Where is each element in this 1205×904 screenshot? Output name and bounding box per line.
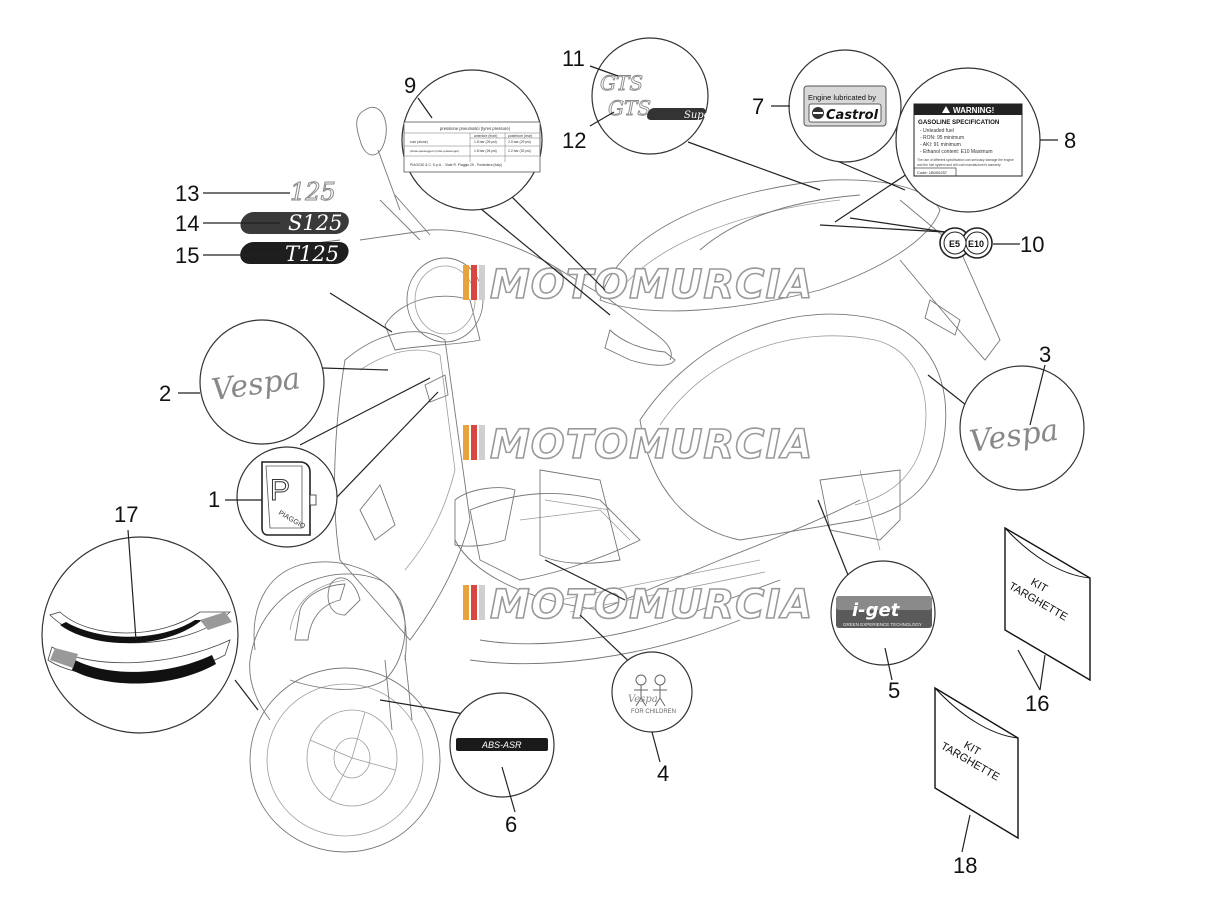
sticker-14-s125: S125 <box>240 211 349 235</box>
sticker-6-abs-asr: ABS-ASR <box>449 692 555 798</box>
s125-logo-text: S125 <box>288 211 342 235</box>
e10-text: E10 <box>968 239 984 249</box>
tyre-cell: solo (alone) <box>410 140 428 144</box>
sticker-10-e5-e10: E5 E10 <box>939 227 993 259</box>
warning-header: WARNING! <box>953 106 994 115</box>
sticker-1-piaggio-badge: P PIAGGIO <box>236 446 338 548</box>
castrol-brand: Castrol <box>826 108 879 123</box>
label-3: 3 <box>1039 342 1051 367</box>
sticker-16-kit-bag: KIT TARGHETTE <box>1004 526 1091 682</box>
tyre-cell: pilota+passeggero (rider+passenger) <box>410 149 459 153</box>
tyre-table-title: pressione pneumatici (tyres pressure) <box>440 126 511 131</box>
tyre-cell: 2.2 bar (32 psi) <box>508 149 531 153</box>
tyre-cell: 2.0 bar (29 psi) <box>508 140 531 144</box>
gasoline-code: Code: 1B000257 <box>917 170 948 175</box>
watermark-text: MOTOMURCIA <box>490 262 813 308</box>
label-18: 18 <box>953 853 977 878</box>
gasoline-note2: and the fuel system and will void manufa… <box>917 163 1001 167</box>
label-5: 5 <box>888 678 900 703</box>
label-10: 10 <box>1020 232 1044 257</box>
sticker-13-125: 125 <box>290 178 337 207</box>
part-number-labels: 1 2 3 4 5 6 7 8 9 10 11 12 13 14 15 16 1… <box>114 46 1076 878</box>
label-6: 6 <box>505 812 517 837</box>
sticker-3-vespa-script: Vespa <box>959 365 1085 491</box>
label-2: 2 <box>159 381 171 406</box>
i-get-caption: GREEN EXPERIENCE TECHNOLOGY <box>843 622 922 627</box>
gasoline-line: - AKI: 91 minimum <box>920 142 961 148</box>
gasoline-note1: The use of different specification can s… <box>917 158 1014 162</box>
tyre-footer: PIAGGIO & C. S.p.A. - Viale R. Piaggio 2… <box>410 163 502 167</box>
gasoline-title: GASOLINE SPECIFICATION <box>918 119 1000 126</box>
sticker-5-i-get: i-get GREEN EXPERIENCE TECHNOLOGY <box>830 560 936 666</box>
label-11: 11 <box>562 46 585 71</box>
sticker-2-vespa-script: Vespa <box>199 319 325 445</box>
gts-super-logo-text: GTS <box>608 96 651 120</box>
i-get-logo-text: i-get <box>852 600 901 621</box>
watermark-group: MOTOMURCIA MOTOMURCIA MOTOMURCIA <box>463 261 813 629</box>
sticker-17-stripe-decals <box>41 536 239 734</box>
sticker-11-12-gts: GTS GTS Super <box>591 37 716 155</box>
label-13: 13 <box>175 181 199 206</box>
label-7: 7 <box>752 94 764 119</box>
watermark-text: MOTOMURCIA <box>490 422 813 468</box>
abs-asr-text: ABS-ASR <box>481 740 522 750</box>
sticker-18-kit-bag: KIT TARGHETTE <box>934 686 1019 840</box>
sticker-7-castrol: Engine lubricated by Castrol <box>788 49 902 163</box>
piaggio-letter: P <box>270 474 290 507</box>
125-logo-text: 125 <box>290 178 336 206</box>
label-1: 1 <box>208 487 220 512</box>
for-children-caption: FOR CHILDREN <box>631 709 676 715</box>
watermark-middle: MOTOMURCIA <box>463 421 813 469</box>
super-text: Super <box>684 110 716 121</box>
sticker-15-t125: T125 <box>240 242 349 266</box>
t125-logo-text: T125 <box>285 242 339 266</box>
vespa-small-logo: Vespa <box>628 694 658 705</box>
tyre-cell: 1.8 bar (26 psi) <box>474 149 497 153</box>
sticker-8-gasoline-warning: WARNING! GASOLINE SPECIFICATION - Unlead… <box>895 67 1041 213</box>
gts-logo-text: GTS <box>600 71 643 95</box>
tyre-col-front: anteriore (front) <box>474 134 497 138</box>
watermark-text: MOTOMURCIA <box>490 582 813 628</box>
label-9: 9 <box>404 73 416 98</box>
tyre-cell: 1.8 bar (26 psi) <box>474 140 497 144</box>
label-leaders <box>127 65 1058 853</box>
label-4: 4 <box>657 761 669 786</box>
label-16: 16 <box>1025 691 1049 716</box>
label-12: 12 <box>562 128 586 153</box>
sticker-4-vespa-for-children: Vespa FOR CHILDREN <box>611 651 693 733</box>
gasoline-line: - Ethanol content: E10 Maximum <box>920 149 993 155</box>
scooter-drawing <box>249 107 1001 853</box>
label-14: 14 <box>175 211 199 236</box>
gasoline-line: - Unleaded fuel <box>920 128 954 134</box>
castrol-line1: Engine lubricated by <box>808 93 876 102</box>
label-15: 15 <box>175 243 199 268</box>
tyre-col-rear: posteriore (rear) <box>508 134 532 138</box>
watermark-top: MOTOMURCIA <box>463 261 813 309</box>
label-8: 8 <box>1064 128 1076 153</box>
gasoline-line: - RON: 95 minimum <box>920 135 964 141</box>
watermark-bottom: MOTOMURCIA <box>463 581 813 629</box>
e5-text: E5 <box>949 239 960 249</box>
label-17: 17 <box>114 502 138 527</box>
sticker-9-tyre-pressure: pressione pneumatici (tyres pressure) an… <box>401 69 543 211</box>
